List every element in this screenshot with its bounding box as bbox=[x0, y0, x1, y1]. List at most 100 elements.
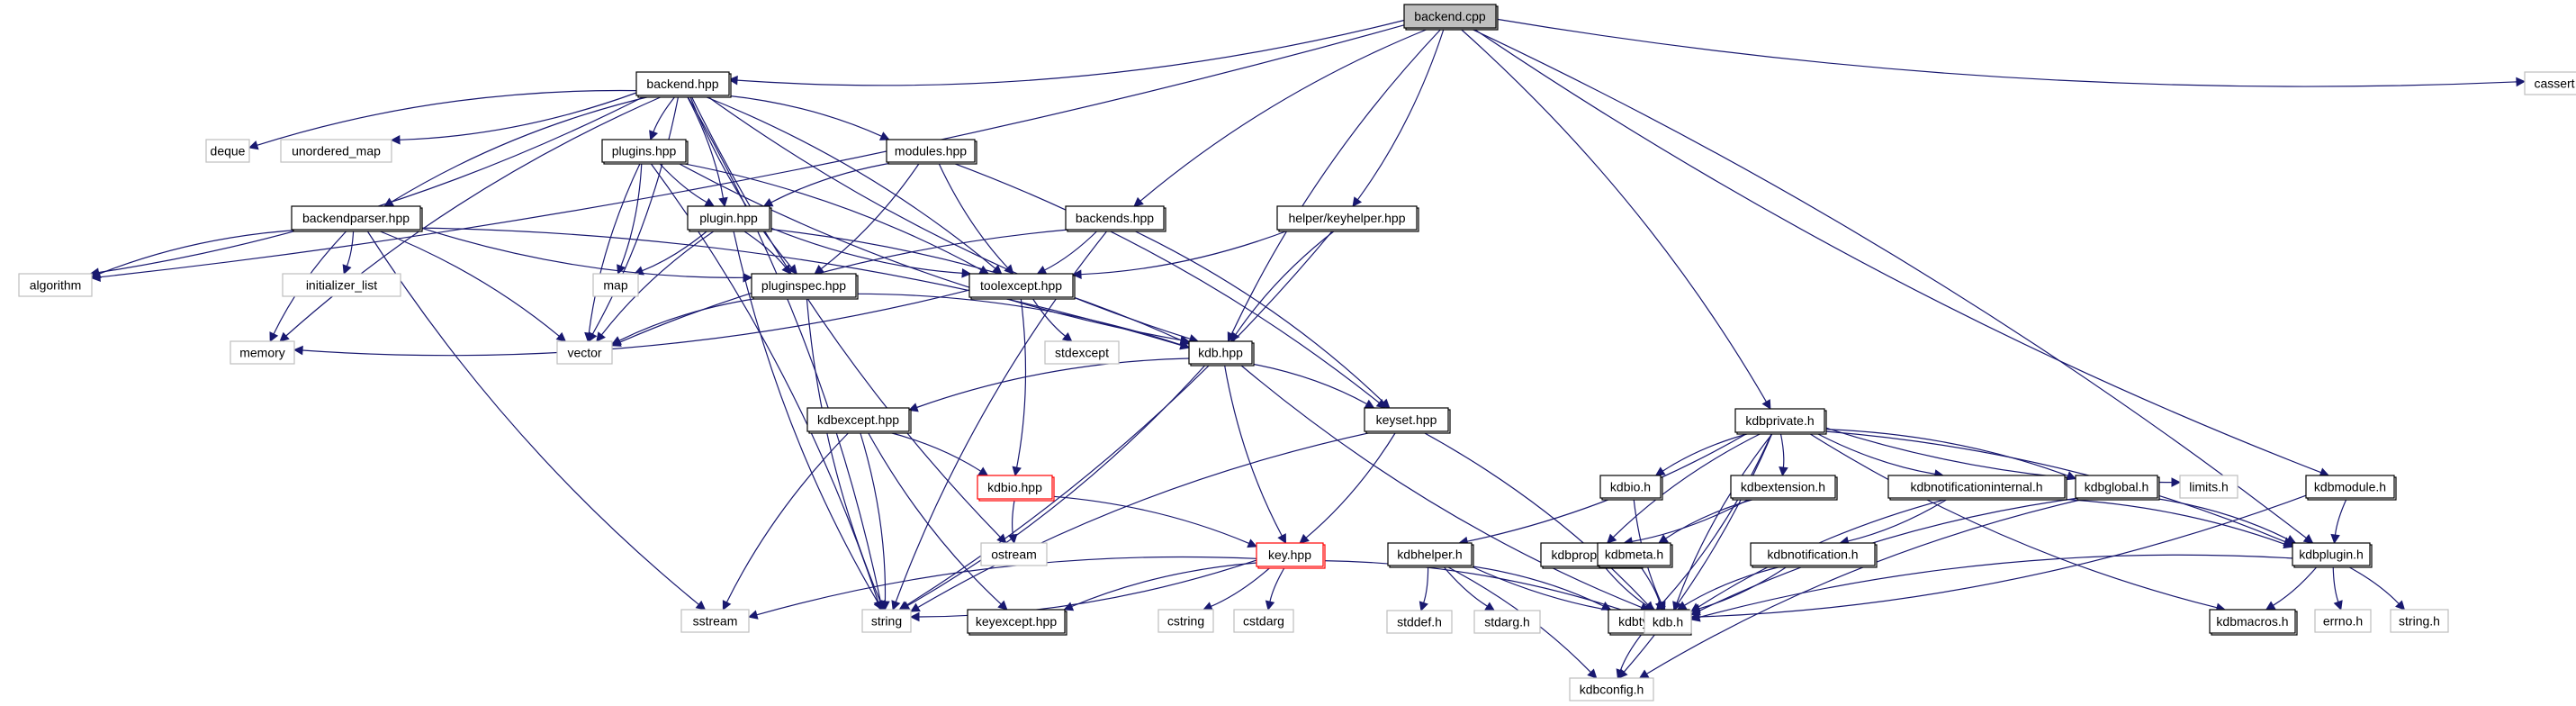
node-pluginspec-hpp[interactable]: pluginspec.hpp bbox=[751, 273, 859, 300]
arrowhead-sstream bbox=[695, 600, 707, 611]
node-box[interactable] bbox=[806, 407, 910, 432]
node-box[interactable] bbox=[968, 273, 1074, 298]
edge-plugins_hpp-to-map bbox=[620, 161, 643, 267]
node-plugin-hpp[interactable]: plugin.hpp bbox=[687, 205, 772, 232]
edge-kdbprivate_h-to-kdb_h bbox=[1676, 431, 1774, 603]
edge-backendparser_hpp-to-sstream bbox=[365, 229, 699, 605]
node-box[interactable] bbox=[1276, 205, 1418, 231]
edge-backend_hpp-to-ostream bbox=[690, 95, 1001, 539]
node-box[interactable] bbox=[967, 609, 1066, 634]
node-label: kdbconfig.h bbox=[1580, 683, 1644, 697]
node-label: kdbexcept.hpp bbox=[817, 412, 899, 427]
node-box[interactable] bbox=[2305, 475, 2395, 499]
node-box[interactable] bbox=[1597, 542, 1671, 566]
edge-kdbhelper_h-to-stddef_h bbox=[1423, 565, 1429, 603]
arrowhead-keyset_hpp bbox=[1380, 398, 1391, 409]
node-label: kdbhelper.h bbox=[1397, 548, 1462, 562]
node-box[interactable] bbox=[1734, 408, 1825, 433]
node-box[interactable] bbox=[1403, 4, 1497, 29]
node-box[interactable] bbox=[687, 205, 770, 231]
arrowhead-kdb_hpp bbox=[1179, 339, 1191, 349]
node-kdb-hpp[interactable]: kdb.hpp bbox=[1188, 340, 1255, 367]
node-kdbio-hpp[interactable]: kdbio.hpp bbox=[977, 475, 1055, 502]
node-box[interactable] bbox=[1188, 340, 1253, 365]
arrowhead-kdbplugin_h bbox=[2330, 533, 2340, 545]
node-label: vector bbox=[567, 346, 601, 360]
arrowhead-toolexcept_hpp bbox=[1036, 265, 1048, 275]
edge-plugin_hpp-to-kdb_hpp bbox=[769, 228, 1183, 341]
node-plugins-hpp[interactable]: plugins.hpp bbox=[601, 139, 689, 165]
node-box bbox=[1157, 609, 1214, 633]
node-box[interactable] bbox=[751, 273, 857, 298]
node-kdbextension-h[interactable]: kdbextension.h bbox=[1730, 475, 1838, 501]
node-modules-hpp[interactable]: modules.hpp bbox=[886, 139, 977, 165]
node-backends-hpp[interactable]: backends.hpp bbox=[1065, 205, 1166, 232]
node-kdbprivate-h[interactable]: kdbprivate.h bbox=[1734, 408, 1827, 435]
node-box[interactable] bbox=[1599, 475, 1662, 499]
arrowhead-deque bbox=[248, 140, 259, 150]
edge-backendparser_hpp-to-kdb_hpp bbox=[419, 227, 1182, 347]
node-kdbmacros-h[interactable]: kdbmacros.h bbox=[2209, 609, 2298, 636]
edge-kdbhelper_h-to-kdbtypes_h bbox=[1466, 565, 1604, 607]
node-box[interactable] bbox=[1065, 205, 1165, 231]
edge-kdbprivate_h-to-kdbtypes_h bbox=[1662, 431, 1773, 604]
node-cassert: cassert bbox=[2524, 71, 2576, 95]
node-backend-cpp[interactable]: backend.cpp bbox=[1403, 4, 1499, 31]
arrowhead-vector bbox=[610, 336, 622, 345]
node-keyexcept-hpp[interactable]: keyexcept.hpp bbox=[967, 609, 1067, 636]
node-kdbmodule-h[interactable]: kdbmodule.h bbox=[2305, 475, 2397, 501]
edge-pluginspec_hpp-to-kdb_hpp bbox=[855, 293, 1182, 346]
node-label: plugins.hpp bbox=[612, 144, 677, 158]
edge-backend_hpp-to-modules_hpp bbox=[725, 95, 882, 137]
node-kdbnotification-h[interactable]: kdbnotification.h bbox=[1750, 542, 1878, 568]
arrowhead-string_h bbox=[2395, 600, 2406, 611]
node-box[interactable] bbox=[1387, 542, 1473, 566]
node-kdbexcept-hpp[interactable]: kdbexcept.hpp bbox=[806, 407, 912, 434]
node-keyset-hpp[interactable]: keyset.hpp bbox=[1364, 407, 1451, 434]
arrowhead-string bbox=[891, 600, 901, 611]
node-box[interactable] bbox=[2075, 475, 2158, 499]
node-box[interactable] bbox=[977, 475, 1053, 500]
edge-toolexcept_hpp-to-kdbio_hpp bbox=[1016, 296, 1027, 468]
node-algorithm: algorithm bbox=[18, 273, 93, 297]
node-vector: vector bbox=[556, 340, 613, 365]
node-box[interactable] bbox=[1364, 407, 1449, 432]
node-memory: memory bbox=[230, 340, 295, 365]
node-backendparser-hpp[interactable]: backendparser.hpp bbox=[291, 205, 423, 232]
node-kdbglobal-h[interactable]: kdbglobal.h bbox=[2075, 475, 2160, 501]
node-box bbox=[1044, 340, 1120, 365]
node-kdbio-h[interactable]: kdbio.h bbox=[1599, 475, 1663, 501]
edge-kdbplugin_h-to-kdb_h bbox=[1698, 554, 2293, 619]
node-kdbmeta-h[interactable]: kdbmeta.h bbox=[1597, 542, 1673, 568]
node-kdbconfig-h: kdbconfig.h bbox=[1569, 677, 1654, 701]
arrowhead-backend_hpp bbox=[727, 75, 738, 86]
edge-backend_hpp-to-vector bbox=[591, 95, 680, 335]
node-box[interactable] bbox=[1256, 542, 1324, 567]
node-toolexcept-hpp[interactable]: toolexcept.hpp bbox=[968, 273, 1076, 300]
node-box[interactable] bbox=[1887, 475, 2066, 499]
edge-modules_hpp-to-keyset_hpp bbox=[950, 161, 1380, 403]
node-backend-hpp[interactable]: backend.hpp bbox=[635, 71, 732, 98]
node-box bbox=[1644, 610, 1692, 634]
node-box bbox=[680, 609, 750, 633]
node-box[interactable] bbox=[291, 205, 421, 231]
node-box[interactable] bbox=[2209, 609, 2296, 634]
node-kdbnotificationinternal-h[interactable]: kdbnotificationinternal.h bbox=[1887, 475, 2067, 501]
node-kdbplugin-h[interactable]: kdbplugin.h bbox=[2292, 542, 2373, 568]
node-box[interactable] bbox=[1750, 542, 1876, 566]
arrowhead-kdbmeta_h bbox=[1658, 534, 1669, 544]
node-box[interactable] bbox=[635, 71, 730, 96]
node-kdbhelper-h[interactable]: kdbhelper.h bbox=[1387, 542, 1474, 568]
node-box[interactable] bbox=[886, 139, 976, 163]
edge-kdbprivate_h-to-kdbconfig_h bbox=[1623, 431, 1773, 673]
node-box bbox=[205, 139, 250, 163]
node-box[interactable] bbox=[1730, 475, 1836, 499]
arrowhead-kdbmacros_h bbox=[2265, 601, 2276, 611]
node-box bbox=[980, 542, 1048, 566]
node-key-hpp[interactable]: key.hpp bbox=[1256, 542, 1326, 569]
arrowhead-string bbox=[910, 602, 921, 612]
node-keyhelper-hpp[interactable]: helper/keyhelper.hpp bbox=[1276, 205, 1419, 232]
edge-plugins_hpp-to-toolexcept_hpp bbox=[675, 161, 982, 271]
node-box[interactable] bbox=[601, 139, 687, 163]
node-box[interactable] bbox=[2292, 542, 2371, 566]
